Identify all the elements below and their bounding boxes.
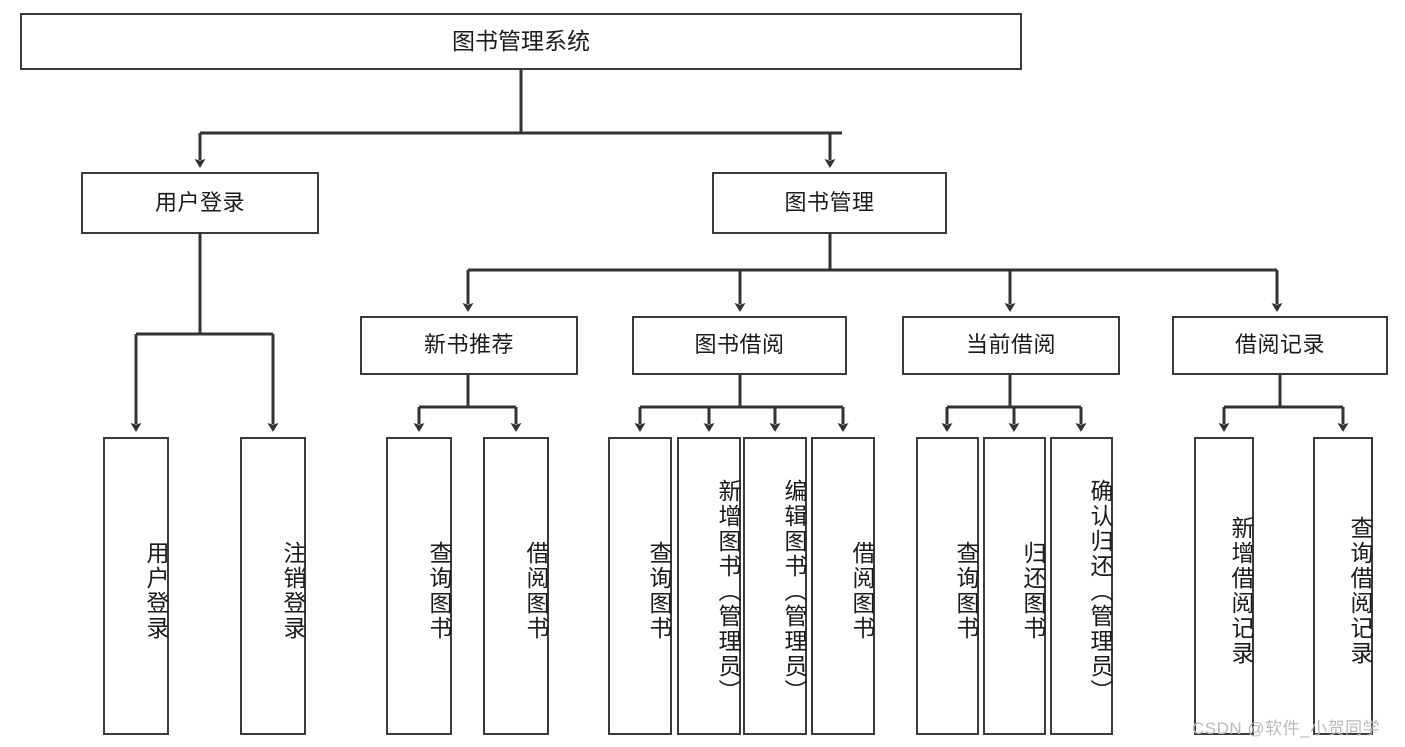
node-book-manage-label: 图书管理 <box>784 189 875 215</box>
node-leaf-query-book-1-label: 查询图书 <box>426 541 452 641</box>
node-leaf-logout[interactable]: 注销登录 <box>240 437 306 735</box>
node-book-manage[interactable]: 图书管理 <box>712 172 947 234</box>
node-leaf-user-login[interactable]: 用户登录 <box>103 437 169 735</box>
node-root-label: 图书管理系统 <box>452 27 590 54</box>
node-current-borrow[interactable]: 当前借阅 <box>902 316 1120 375</box>
node-leaf-add-book-label: 新增图书（管理员） <box>715 478 741 704</box>
node-leaf-query-book-2-label: 查询图书 <box>646 541 672 641</box>
node-leaf-borrow-book-2-label: 借阅图书 <box>849 541 875 641</box>
node-new-book-recommend[interactable]: 新书推荐 <box>360 316 578 375</box>
node-leaf-edit-book[interactable]: 编辑图书（管理员） <box>743 437 807 735</box>
node-leaf-return-book[interactable]: 归还图书 <box>983 437 1046 735</box>
node-leaf-user-login-label: 用户登录 <box>143 541 169 641</box>
node-borrow-record[interactable]: 借阅记录 <box>1172 316 1388 375</box>
node-leaf-query-book-1[interactable]: 查询图书 <box>386 437 452 735</box>
node-new-book-recommend-label: 新书推荐 <box>423 332 514 358</box>
node-leaf-borrow-book-2[interactable]: 借阅图书 <box>811 437 875 735</box>
node-leaf-query-book-3[interactable]: 查询图书 <box>916 437 979 735</box>
node-book-borrow[interactable]: 图书借阅 <box>632 316 847 375</box>
node-leaf-add-record[interactable]: 新增借阅记录 <box>1194 437 1254 735</box>
node-user-login[interactable]: 用户登录 <box>81 172 319 234</box>
node-leaf-query-record[interactable]: 查询借阅记录 <box>1313 437 1373 735</box>
node-current-borrow-label: 当前借阅 <box>965 332 1056 358</box>
csdn-watermark: CSDN @软件_小贺同学 <box>1192 719 1381 738</box>
node-leaf-borrow-book-1[interactable]: 借阅图书 <box>483 437 549 735</box>
node-leaf-logout-label: 注销登录 <box>280 541 306 641</box>
node-leaf-add-book[interactable]: 新增图书（管理员） <box>677 437 741 735</box>
node-leaf-query-book-3-label: 查询图书 <box>953 541 979 641</box>
node-root[interactable]: 图书管理系统 <box>20 13 1022 70</box>
node-leaf-add-record-label: 新增借阅记录 <box>1228 516 1254 666</box>
node-leaf-query-record-label: 查询借阅记录 <box>1347 516 1373 666</box>
node-leaf-return-book-label: 归还图书 <box>1020 541 1046 641</box>
node-leaf-confirm-return[interactable]: 确认归还（管理员） <box>1050 437 1113 735</box>
node-leaf-query-book-2[interactable]: 查询图书 <box>608 437 672 735</box>
node-borrow-record-label: 借阅记录 <box>1234 332 1325 358</box>
node-user-login-label: 用户登录 <box>154 189 245 215</box>
node-leaf-edit-book-label: 编辑图书（管理员） <box>781 478 807 704</box>
node-leaf-confirm-return-label: 确认归还（管理员） <box>1087 478 1113 704</box>
node-book-borrow-label: 图书借阅 <box>694 332 785 358</box>
node-leaf-borrow-book-1-label: 借阅图书 <box>523 541 549 641</box>
